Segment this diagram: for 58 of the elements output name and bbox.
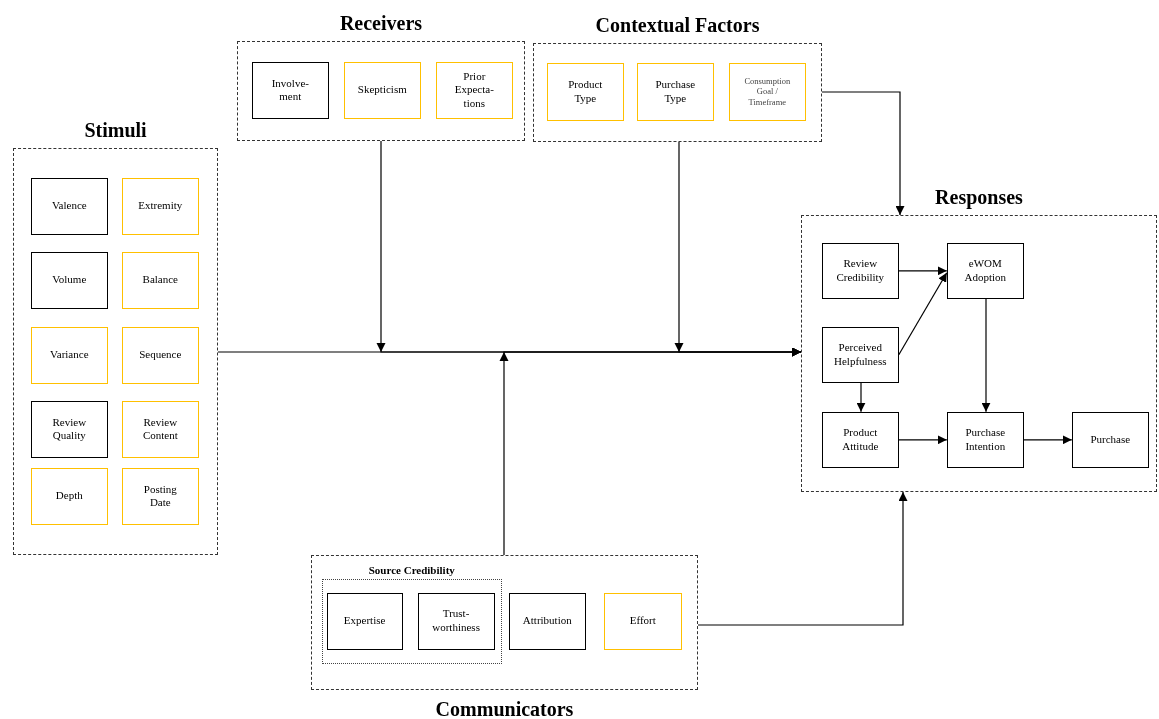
- factor-box: [343, 61, 421, 119]
- factor-label: Effort: [629, 614, 656, 629]
- factor-label: Prior Expecta- tions: [453, 69, 495, 111]
- factor-box: [728, 62, 806, 121]
- factor-label: Perceived Helpfulness: [833, 341, 887, 369]
- factor-box: [603, 592, 682, 650]
- factor-box: [821, 411, 899, 468]
- factor-label: Expertise: [343, 614, 386, 628]
- factor-label: Purchase: [1090, 432, 1131, 447]
- factor-box: [121, 251, 199, 309]
- factor-label: Consumption Goal / Timeframe: [743, 75, 792, 108]
- factor-box: [326, 592, 403, 650]
- factor-box: [251, 61, 329, 119]
- factor-label: Variance: [50, 348, 89, 363]
- factor-label: Skepticism: [357, 83, 407, 98]
- factor-box: [121, 177, 199, 235]
- factor-label: Review Content: [141, 415, 179, 444]
- factor-label: Product Type: [567, 78, 604, 106]
- factor-box: [636, 62, 714, 121]
- factor-label: Depth: [55, 489, 83, 504]
- factor-label: Purchase Intention: [964, 426, 1007, 454]
- factor-box: [121, 326, 199, 384]
- factor-box: [30, 467, 108, 525]
- group-title: Responses: [935, 186, 1023, 209]
- factor-box: [546, 62, 624, 121]
- factor-label: Valence: [51, 199, 87, 214]
- factor-label: Review Credibility: [835, 257, 886, 285]
- factor-box: [121, 400, 199, 458]
- factor-box: [30, 326, 108, 384]
- factor-box: [30, 400, 108, 458]
- factor-label: Purchase Type: [654, 78, 697, 106]
- factor-label: eWOM Adoption: [963, 257, 1008, 285]
- factor-box: [821, 242, 899, 299]
- subgroup-title: Source Credibility: [367, 563, 456, 576]
- group-title: Receivers: [339, 12, 423, 35]
- factor-box: [508, 592, 586, 650]
- factor-label: Attribution: [522, 614, 572, 629]
- factor-label: Extremity: [138, 199, 183, 214]
- group-title: Communicators: [435, 698, 574, 719]
- group-title: Stimuli: [84, 119, 147, 142]
- factor-box: [417, 592, 495, 650]
- factor-label: Posting Date: [142, 482, 178, 511]
- factor-label: Sequence: [139, 348, 182, 363]
- factor-label: Balance: [142, 273, 178, 288]
- factor-box: [1071, 411, 1149, 468]
- factor-box: [821, 326, 899, 383]
- group-title: Contextual Factors: [595, 14, 760, 37]
- factor-label: Review Quality: [51, 415, 88, 444]
- factor-label: Product Attitude: [841, 426, 880, 454]
- factor-label: Involve- ment: [270, 76, 310, 105]
- factor-box: [121, 467, 199, 525]
- factor-box: [946, 242, 1024, 299]
- factor-box: [30, 177, 108, 235]
- factor-box: [435, 61, 513, 119]
- factor-box: [30, 251, 108, 309]
- factor-box: [946, 411, 1024, 468]
- factor-label: Volume: [52, 273, 87, 288]
- factor-label: Trust- worthiness: [431, 607, 481, 635]
